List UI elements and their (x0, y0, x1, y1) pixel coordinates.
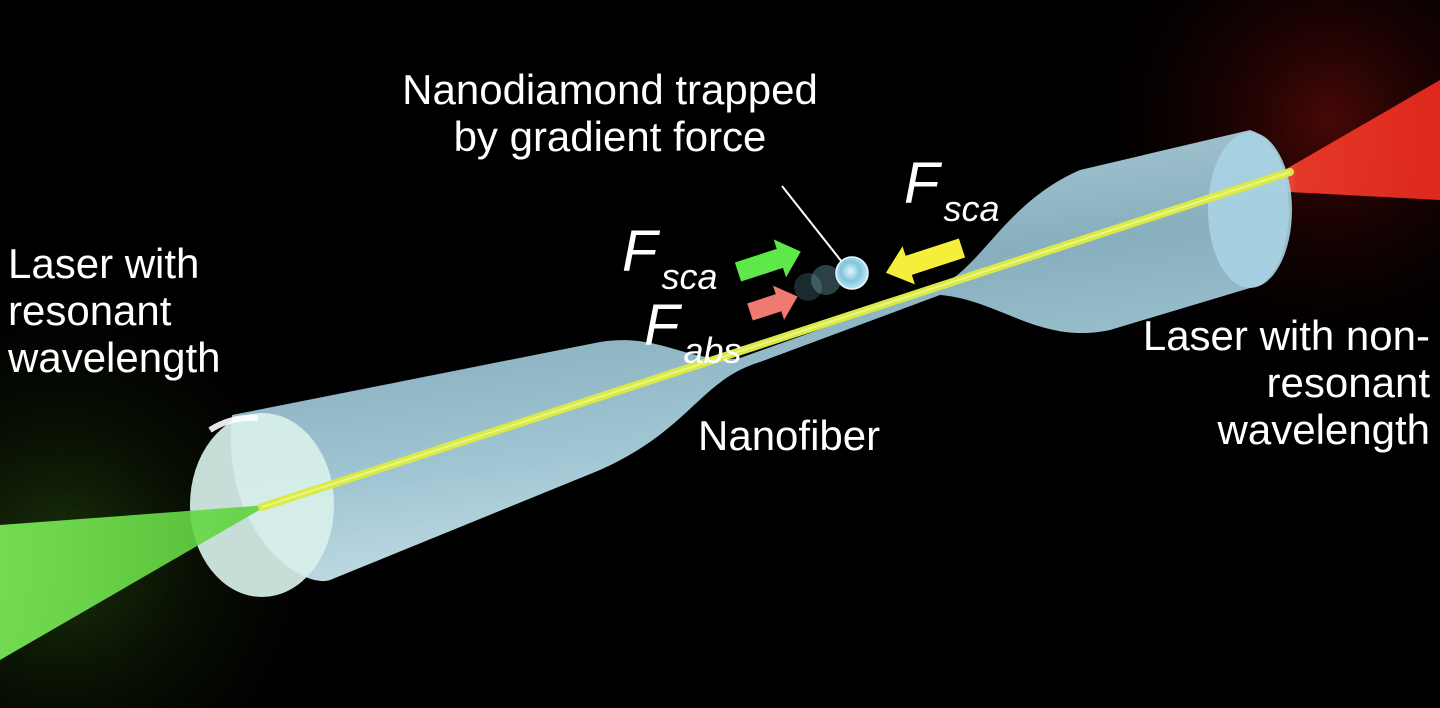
arrow-f-abs (747, 285, 798, 321)
arrow-f-sca-right (885, 238, 966, 285)
force-subscript: sca (943, 188, 1000, 229)
force-subscript: abs (683, 330, 742, 371)
arrow-f-sca-left (734, 239, 801, 282)
nanodiamond (835, 256, 869, 290)
resonant-laser-label: Laser with resonant wavelength (8, 240, 220, 381)
force-symbol: F (622, 219, 658, 284)
force-symbol: F (644, 293, 680, 358)
force-symbol: F (904, 151, 940, 216)
nonresonant-laser-label: Laser with non- resonant wavelength (1143, 312, 1430, 453)
green-laser-beam (0, 505, 268, 660)
nanodiamond-label-line2: by gradient force (453, 113, 767, 161)
resonant-laser-label-line3: wavelength (8, 334, 221, 382)
fiber-end-right (1208, 132, 1292, 288)
resonant-laser-label-line2: resonant (8, 287, 172, 335)
nonresonant-laser-label-line1: Laser with non- (1142, 312, 1430, 359)
pointer-line (781, 185, 843, 263)
red-laser-beam (1250, 80, 1440, 200)
fiber-body (230, 130, 1289, 582)
nanodiamond-label: Nanodiamond trapped by gradient force (360, 66, 860, 160)
nanodiamond-label-line1: Nanodiamond trapped (402, 66, 818, 113)
nanofiber-label: Nanofiber (698, 412, 881, 459)
nonresonant-laser-label-line3: wavelength (1217, 406, 1430, 454)
force-subscript: sca (661, 256, 718, 297)
nonresonant-laser-label-line2: resonant (1266, 359, 1430, 407)
resonant-laser-label-line1: Laser with (8, 240, 200, 287)
